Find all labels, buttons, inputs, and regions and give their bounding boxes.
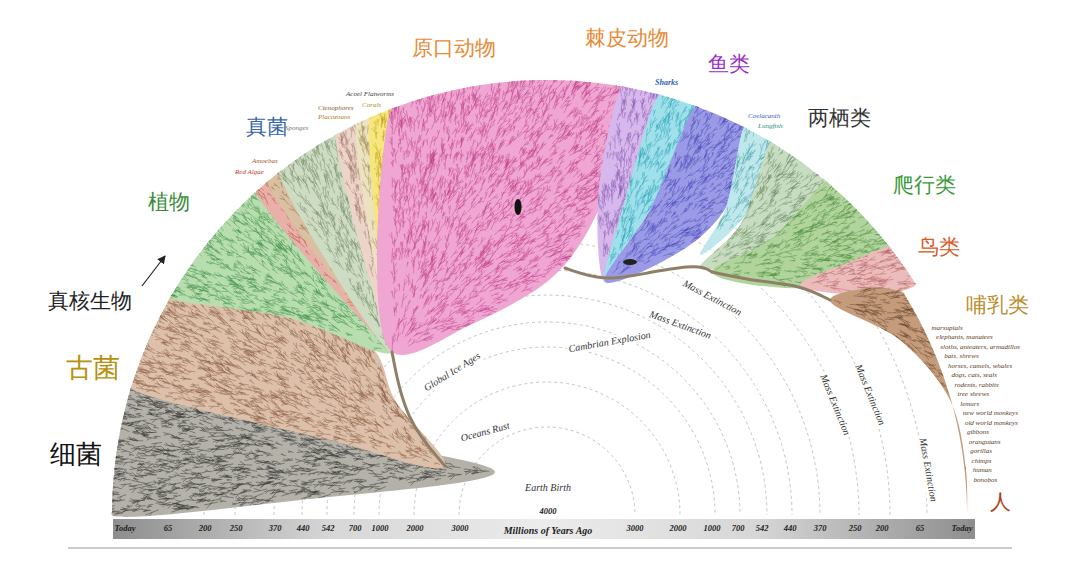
mammal-label: new world monkeys <box>963 409 1018 417</box>
event-label: Global Ice Ages <box>420 349 484 395</box>
axis-tick: 250 <box>849 524 862 534</box>
clade-label: 真核生物 <box>48 289 132 313</box>
axis-tick: 2000 <box>407 524 424 534</box>
mammal-label: bats, shrews <box>944 352 978 360</box>
axis-tick: 65 <box>164 524 173 534</box>
time-ring <box>379 347 715 515</box>
taxon-label: Red Algae <box>235 168 264 176</box>
axis-tick: 700 <box>732 524 745 534</box>
clade-label: 哺乳类 <box>966 293 1029 317</box>
axis-tick: 370 <box>269 524 282 534</box>
tree-of-life-fan <box>100 69 973 518</box>
leader-arrow <box>142 256 165 286</box>
axis-tick: 1000 <box>372 524 389 534</box>
axis-tick: Today <box>952 524 973 534</box>
clade-sector <box>800 247 916 295</box>
branch-texture <box>386 69 626 351</box>
clade-label: 原口动物 <box>412 36 496 60</box>
axis-tick: 250 <box>230 524 243 534</box>
animal-silhouette <box>515 199 522 215</box>
mammal-label: chimps <box>972 457 992 465</box>
clade-label: 植物 <box>148 190 190 214</box>
taxon-label: Ctenophores <box>318 104 354 112</box>
clade-label: 两栖类 <box>808 106 871 130</box>
mammal-label: rodents, rabbits <box>955 381 999 389</box>
mammal-label: human <box>973 466 992 474</box>
event-label: Oceans Rust <box>457 419 512 444</box>
clade-label: 棘皮动物 <box>585 26 669 50</box>
mammal-label: tree shrews <box>958 390 990 398</box>
taxon-label: Sponges <box>285 124 308 132</box>
taxon-label: Coelacanth <box>748 112 780 120</box>
event-label: Earth Birth <box>523 482 573 494</box>
clade-label: 古菌 <box>66 352 120 383</box>
trunk-stem <box>712 272 830 300</box>
axis-tick: 65 <box>916 524 925 534</box>
mammal-label: marsupials <box>932 324 963 332</box>
mammal-label: sloths, anteaters, armadillos <box>940 343 1020 351</box>
clade-label: 人 <box>990 490 1011 514</box>
taxon-label: Placozoans <box>318 113 350 121</box>
mammal-label: horses, camels, whales <box>948 362 1012 370</box>
axis-tick: 200 <box>199 524 212 534</box>
event-label: Mass Extinction <box>817 371 853 439</box>
mammal-label: lemurs <box>960 400 979 408</box>
axis-tick: 3000 <box>452 524 469 534</box>
axis-tick: 2000 <box>670 524 687 534</box>
axis-tick: 200 <box>876 524 889 534</box>
event-label: Mass Extinction <box>646 308 715 342</box>
mammal-label: dogs, cats, seals <box>951 371 997 379</box>
axis-tick: 440 <box>784 524 797 534</box>
axis-tick: 3000 <box>627 524 644 534</box>
time-ring <box>414 382 680 515</box>
axis-tick: 542 <box>756 524 769 534</box>
clade-label: 真菌 <box>246 115 288 139</box>
taxon-label: Corals <box>362 101 381 109</box>
axis-tick: Today <box>115 524 136 534</box>
event-label: Mass Extinction <box>852 361 888 429</box>
axis-tick: 370 <box>814 524 827 534</box>
event-label: Mass Extinction <box>916 435 939 505</box>
branch-texture <box>834 285 972 476</box>
mammal-label: elephants, manatees <box>936 333 993 341</box>
axis-tick: 700 <box>349 524 362 534</box>
mammal-label: old world monkeys <box>965 419 1018 427</box>
clade-label: 爬行类 <box>893 173 956 197</box>
clade-label: 鸟类 <box>918 235 960 259</box>
time-axis-bar <box>113 519 975 539</box>
baseline <box>68 548 1012 549</box>
mammal-label: gibbons <box>967 428 989 436</box>
mammal-label: bonobos <box>974 476 998 484</box>
taxon-label: Acoel Flatworms <box>346 90 394 98</box>
taxon-label: Lungfish <box>758 122 783 130</box>
clade-label: 细菌 <box>50 440 102 470</box>
event-label: Mass Extinction <box>679 277 745 319</box>
trunk-stem <box>565 267 712 278</box>
axis-title: Millions of Years Ago <box>504 525 593 537</box>
trunk-stems <box>392 267 830 466</box>
axis-tick: 542 <box>322 524 335 534</box>
axis-tick: 4000 <box>540 507 557 517</box>
animal-silhouette <box>623 259 637 265</box>
mammal-label: gorillas <box>970 447 992 455</box>
clade-sector <box>830 288 967 515</box>
trunk-stem <box>392 352 445 466</box>
clade-label: 鱼类 <box>708 52 750 76</box>
mammal-label: orangutans <box>969 438 1001 446</box>
axis-tick: 1000 <box>704 524 721 534</box>
taxon-label: Sharks <box>655 78 678 87</box>
taxon-label: Amoebas <box>252 157 278 165</box>
axis-tick: 440 <box>297 524 310 534</box>
